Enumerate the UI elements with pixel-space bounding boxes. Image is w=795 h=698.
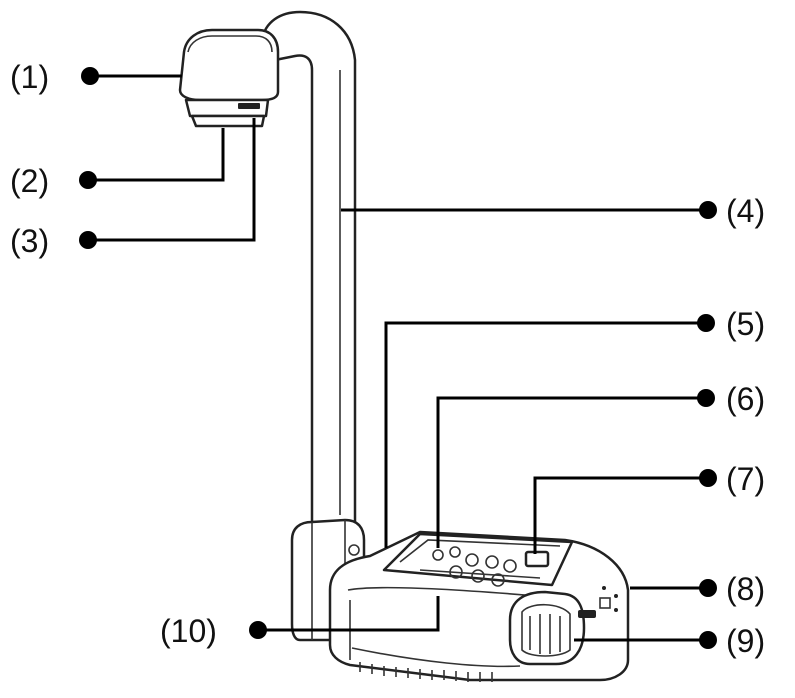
callout-label-2: (2) xyxy=(10,163,49,199)
document-camera-illustration xyxy=(178,10,630,682)
leader-dot-1 xyxy=(81,67,99,85)
callout-label-8: (8) xyxy=(726,571,765,607)
leader-dot-9 xyxy=(699,631,717,649)
leader-line-6 xyxy=(436,396,706,548)
leader-dot-2 xyxy=(79,171,97,189)
gooseneck-arm xyxy=(260,10,357,532)
leader-dot-6 xyxy=(697,389,715,407)
callout-label-1: (1) xyxy=(10,59,49,95)
base-unit xyxy=(290,518,630,682)
leader-line-2 xyxy=(88,128,225,182)
callout-label-5: (5) xyxy=(726,306,765,342)
leader-line-3 xyxy=(88,118,256,242)
callout-label-6: (6) xyxy=(726,381,765,417)
leader-dot-8 xyxy=(699,579,717,597)
callout-label-4: (4) xyxy=(726,193,765,229)
leader-line-5 xyxy=(384,321,706,548)
leader-dot-7 xyxy=(699,469,717,487)
leader-lines xyxy=(79,67,717,649)
leader-dot-4 xyxy=(699,201,717,219)
callout-label-3: (3) xyxy=(10,223,49,259)
leader-line-10 xyxy=(258,596,440,632)
leader-line-7 xyxy=(533,476,708,554)
leader-dot-10 xyxy=(249,621,267,639)
leader-dot-5 xyxy=(697,314,715,332)
callout-labels: (1) (2) (3) (4) (5) (6) (7) (8) (9) (10) xyxy=(10,59,765,659)
camera-head xyxy=(178,28,280,128)
callout-label-10: (10) xyxy=(160,613,217,649)
leader-dot-3 xyxy=(79,231,97,249)
callout-label-7: (7) xyxy=(726,461,765,497)
callout-label-9: (9) xyxy=(726,623,765,659)
